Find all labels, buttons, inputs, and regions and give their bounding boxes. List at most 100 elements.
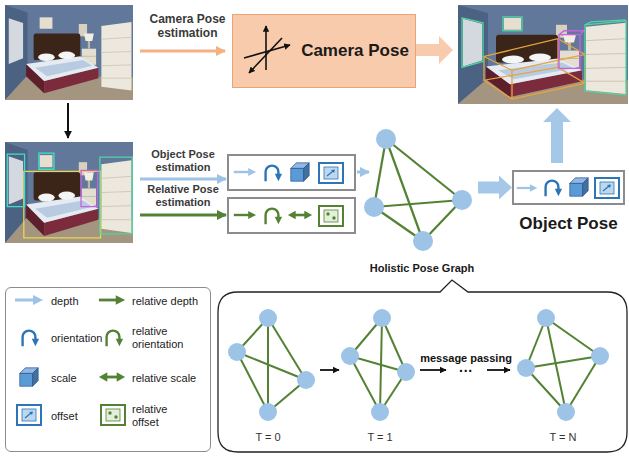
result-photo — [484, 67, 585, 99]
camera-axes-icon — [249, 38, 282, 73]
legend-icons — [101, 405, 125, 425]
holistic-graph — [374, 200, 462, 207]
legend-icons — [99, 372, 125, 381]
result-photo — [484, 39, 585, 71]
graph-t1 — [341, 347, 359, 365]
callout-outline — [218, 292, 627, 452]
legend-icons — [107, 331, 124, 347]
detection-photo — [7, 153, 132, 238]
legend-text: relative scale — [132, 372, 196, 385]
object-estimate-box — [266, 166, 283, 182]
graph-t1 — [371, 403, 389, 421]
detection-photo — [5, 142, 133, 243]
graph-t0 — [297, 371, 315, 389]
result-photo — [458, 5, 628, 104]
step-label: T = N — [549, 431, 576, 443]
camera-axes-icon — [244, 26, 290, 73]
flow-arrows — [416, 36, 453, 64]
flow-arrows — [67, 103, 69, 138]
detection-photo — [5, 142, 133, 243]
graph-t0 — [237, 352, 306, 380]
flow-arrows — [140, 214, 226, 217]
holistic-graph — [376, 129, 396, 149]
holistic-graph — [452, 190, 472, 210]
graph-tn — [526, 356, 600, 368]
result-photo — [503, 17, 522, 31]
graph-tn — [557, 403, 575, 421]
object-estimate-box — [228, 155, 355, 190]
object-estimate-box — [319, 163, 343, 183]
legend-box: depth relative depth orientation relative o… — [5, 287, 211, 452]
callout-outline — [218, 280, 627, 452]
detection-photo — [100, 157, 132, 234]
camera-axes-icon — [265, 26, 267, 70]
flow-arrows — [543, 108, 571, 163]
relative-estimate-box — [228, 198, 355, 233]
legend-text: depth — [51, 295, 79, 308]
detection-photo — [81, 170, 98, 206]
detection-photo — [7, 154, 24, 207]
relative-estimate-box — [288, 211, 312, 220]
input-photo — [5, 5, 133, 100]
result-photo — [585, 21, 626, 95]
step-arrows — [320, 369, 510, 371]
legend-icons — [15, 295, 43, 305]
graph-t0 — [259, 309, 277, 327]
result-photo — [458, 5, 628, 104]
camera-axes-icon — [244, 45, 290, 58]
pose-graph: Holistic Pose Graph — [366, 128, 478, 274]
message-passing-callout: T = 0T = 1message passing···T = N — [218, 292, 627, 452]
input-photo — [5, 5, 133, 100]
arrow-label: Relative Pose estimation — [140, 183, 226, 209]
graph-t0 — [268, 318, 306, 380]
step-arrows — [420, 369, 446, 371]
box-title: Object Pose — [519, 214, 617, 234]
step-arrows — [320, 369, 339, 371]
detection-photo — [24, 171, 101, 238]
legend-icons — [99, 295, 125, 304]
relative-estimate-box — [234, 211, 256, 219]
flow-arrows — [140, 178, 226, 181]
step-arrows — [487, 369, 510, 371]
legend-text: scale — [51, 372, 77, 385]
graph-t1 — [341, 309, 415, 421]
input-photo — [5, 5, 133, 100]
result-photo — [462, 18, 483, 68]
step-label: T = 1 — [367, 431, 392, 443]
holistic-graph — [413, 231, 433, 251]
legend-text: relative orientation — [132, 325, 196, 351]
legend-text: relative depth — [132, 295, 198, 308]
graph-t0 — [259, 403, 277, 421]
legend-icons — [20, 368, 38, 386]
holistic-graph — [364, 197, 384, 217]
graph-t0 — [228, 309, 315, 421]
holistic-graph — [364, 129, 472, 251]
flow-arrows — [357, 171, 369, 174]
legend-icons — [17, 405, 41, 425]
result-photo — [462, 17, 626, 99]
arrow-label: Object Pose estimation — [140, 148, 226, 174]
graph-tn — [517, 359, 535, 377]
legend-icons — [15, 295, 125, 425]
graph-t0 — [237, 352, 268, 412]
detection-photo — [39, 153, 54, 169]
relative-estimate-box — [266, 209, 283, 225]
object-pose-icons — [517, 184, 538, 191]
relative-estimate-box — [319, 206, 343, 226]
legend-text: orientation — [51, 332, 102, 345]
object-pose-icons — [595, 178, 619, 198]
object-pose-icons — [570, 178, 588, 196]
result-photo — [585, 20, 626, 25]
graph-tn — [591, 347, 609, 365]
graph-t1 — [350, 356, 380, 412]
graph-tn — [566, 356, 600, 412]
graph-tn — [537, 309, 555, 327]
result-photo — [559, 31, 584, 35]
legend-text: relative offset — [132, 403, 196, 429]
object-estimate-box — [234, 168, 256, 176]
flow-arrows — [140, 50, 225, 53]
holistic-graph — [364, 129, 472, 251]
holistic-graph — [374, 139, 386, 207]
step-label: ··· — [459, 363, 473, 379]
